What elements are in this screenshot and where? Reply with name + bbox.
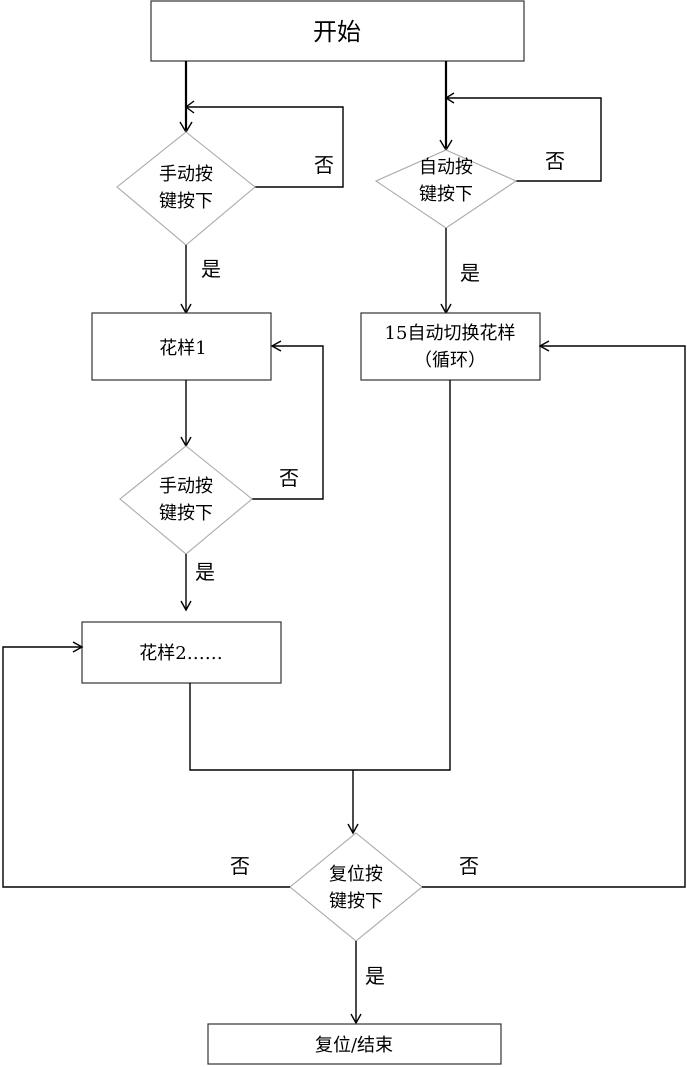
pattern-1-label: 花样1 xyxy=(159,338,206,359)
end-label: 复位/结束 xyxy=(315,1035,393,1056)
arrowhead-auto-loop xyxy=(444,92,455,104)
pattern-1-box xyxy=(91,312,272,381)
start-label: 开始 xyxy=(313,18,361,46)
arrowhead-pattern-2-from-reset xyxy=(72,641,84,653)
decision-reset-yes-label: 是 xyxy=(365,964,385,988)
connector-auto-no-loop xyxy=(446,97,602,182)
connector-manual-2-no-loop xyxy=(252,345,324,500)
connector-pattern-2-to-merge xyxy=(189,683,353,771)
decision-reset-line1: 复位按 xyxy=(329,864,383,885)
arrowhead-pattern-1-loop xyxy=(270,340,282,352)
decision-auto-no-label: 否 xyxy=(545,149,565,173)
decision-reset-no-left-label: 否 xyxy=(230,854,250,878)
decision-manual-2-line1: 手动按 xyxy=(159,476,213,497)
decision-manual-1-yes-label: 是 xyxy=(201,257,221,281)
decision-manual-1-line1: 手动按 xyxy=(159,164,213,185)
decision-manual-2-no-label: 否 xyxy=(279,466,299,490)
decision-auto-line1: 自动按 xyxy=(419,157,473,178)
decision-manual-1-no-label: 否 xyxy=(314,153,334,177)
pattern-2-label: 花样2…… xyxy=(139,643,222,664)
decision-manual-2 xyxy=(119,445,253,555)
pattern-2-box xyxy=(81,621,282,684)
arrowhead-pattern-2-from-manual-2 xyxy=(180,600,192,612)
start-box xyxy=(150,0,525,62)
decision-manual-1 xyxy=(116,131,256,246)
arrowhead-reset xyxy=(347,823,359,835)
decision-reset-line2: 键按下 xyxy=(329,891,383,912)
connector-auto-cycle-to-merge xyxy=(353,380,451,771)
end-box xyxy=(207,1023,502,1065)
decision-reset xyxy=(289,832,423,942)
decision-reset-no-right-label: 否 xyxy=(459,854,479,878)
decision-manual-2-yes-label: 是 xyxy=(195,560,215,584)
arrowhead-auto-cycle-from-reset xyxy=(538,340,550,352)
decision-manual-1-line2: 键按下 xyxy=(159,191,213,212)
decision-manual-2-line2: 键按下 xyxy=(159,503,213,524)
connector-manual-1-no-loop xyxy=(186,106,344,188)
connector-reset-no-left xyxy=(2,646,290,888)
arrowhead-manual-1-loop xyxy=(184,100,195,114)
decision-auto-yes-label: 是 xyxy=(460,261,480,285)
connector-reset-no-right xyxy=(422,345,686,888)
decision-auto-line2: 键按下 xyxy=(419,184,473,205)
arrowhead-end xyxy=(350,1013,362,1025)
auto-cycle-line2: （循环） xyxy=(414,350,486,371)
auto-cycle-line1: 15自动切换花样 xyxy=(385,323,516,344)
